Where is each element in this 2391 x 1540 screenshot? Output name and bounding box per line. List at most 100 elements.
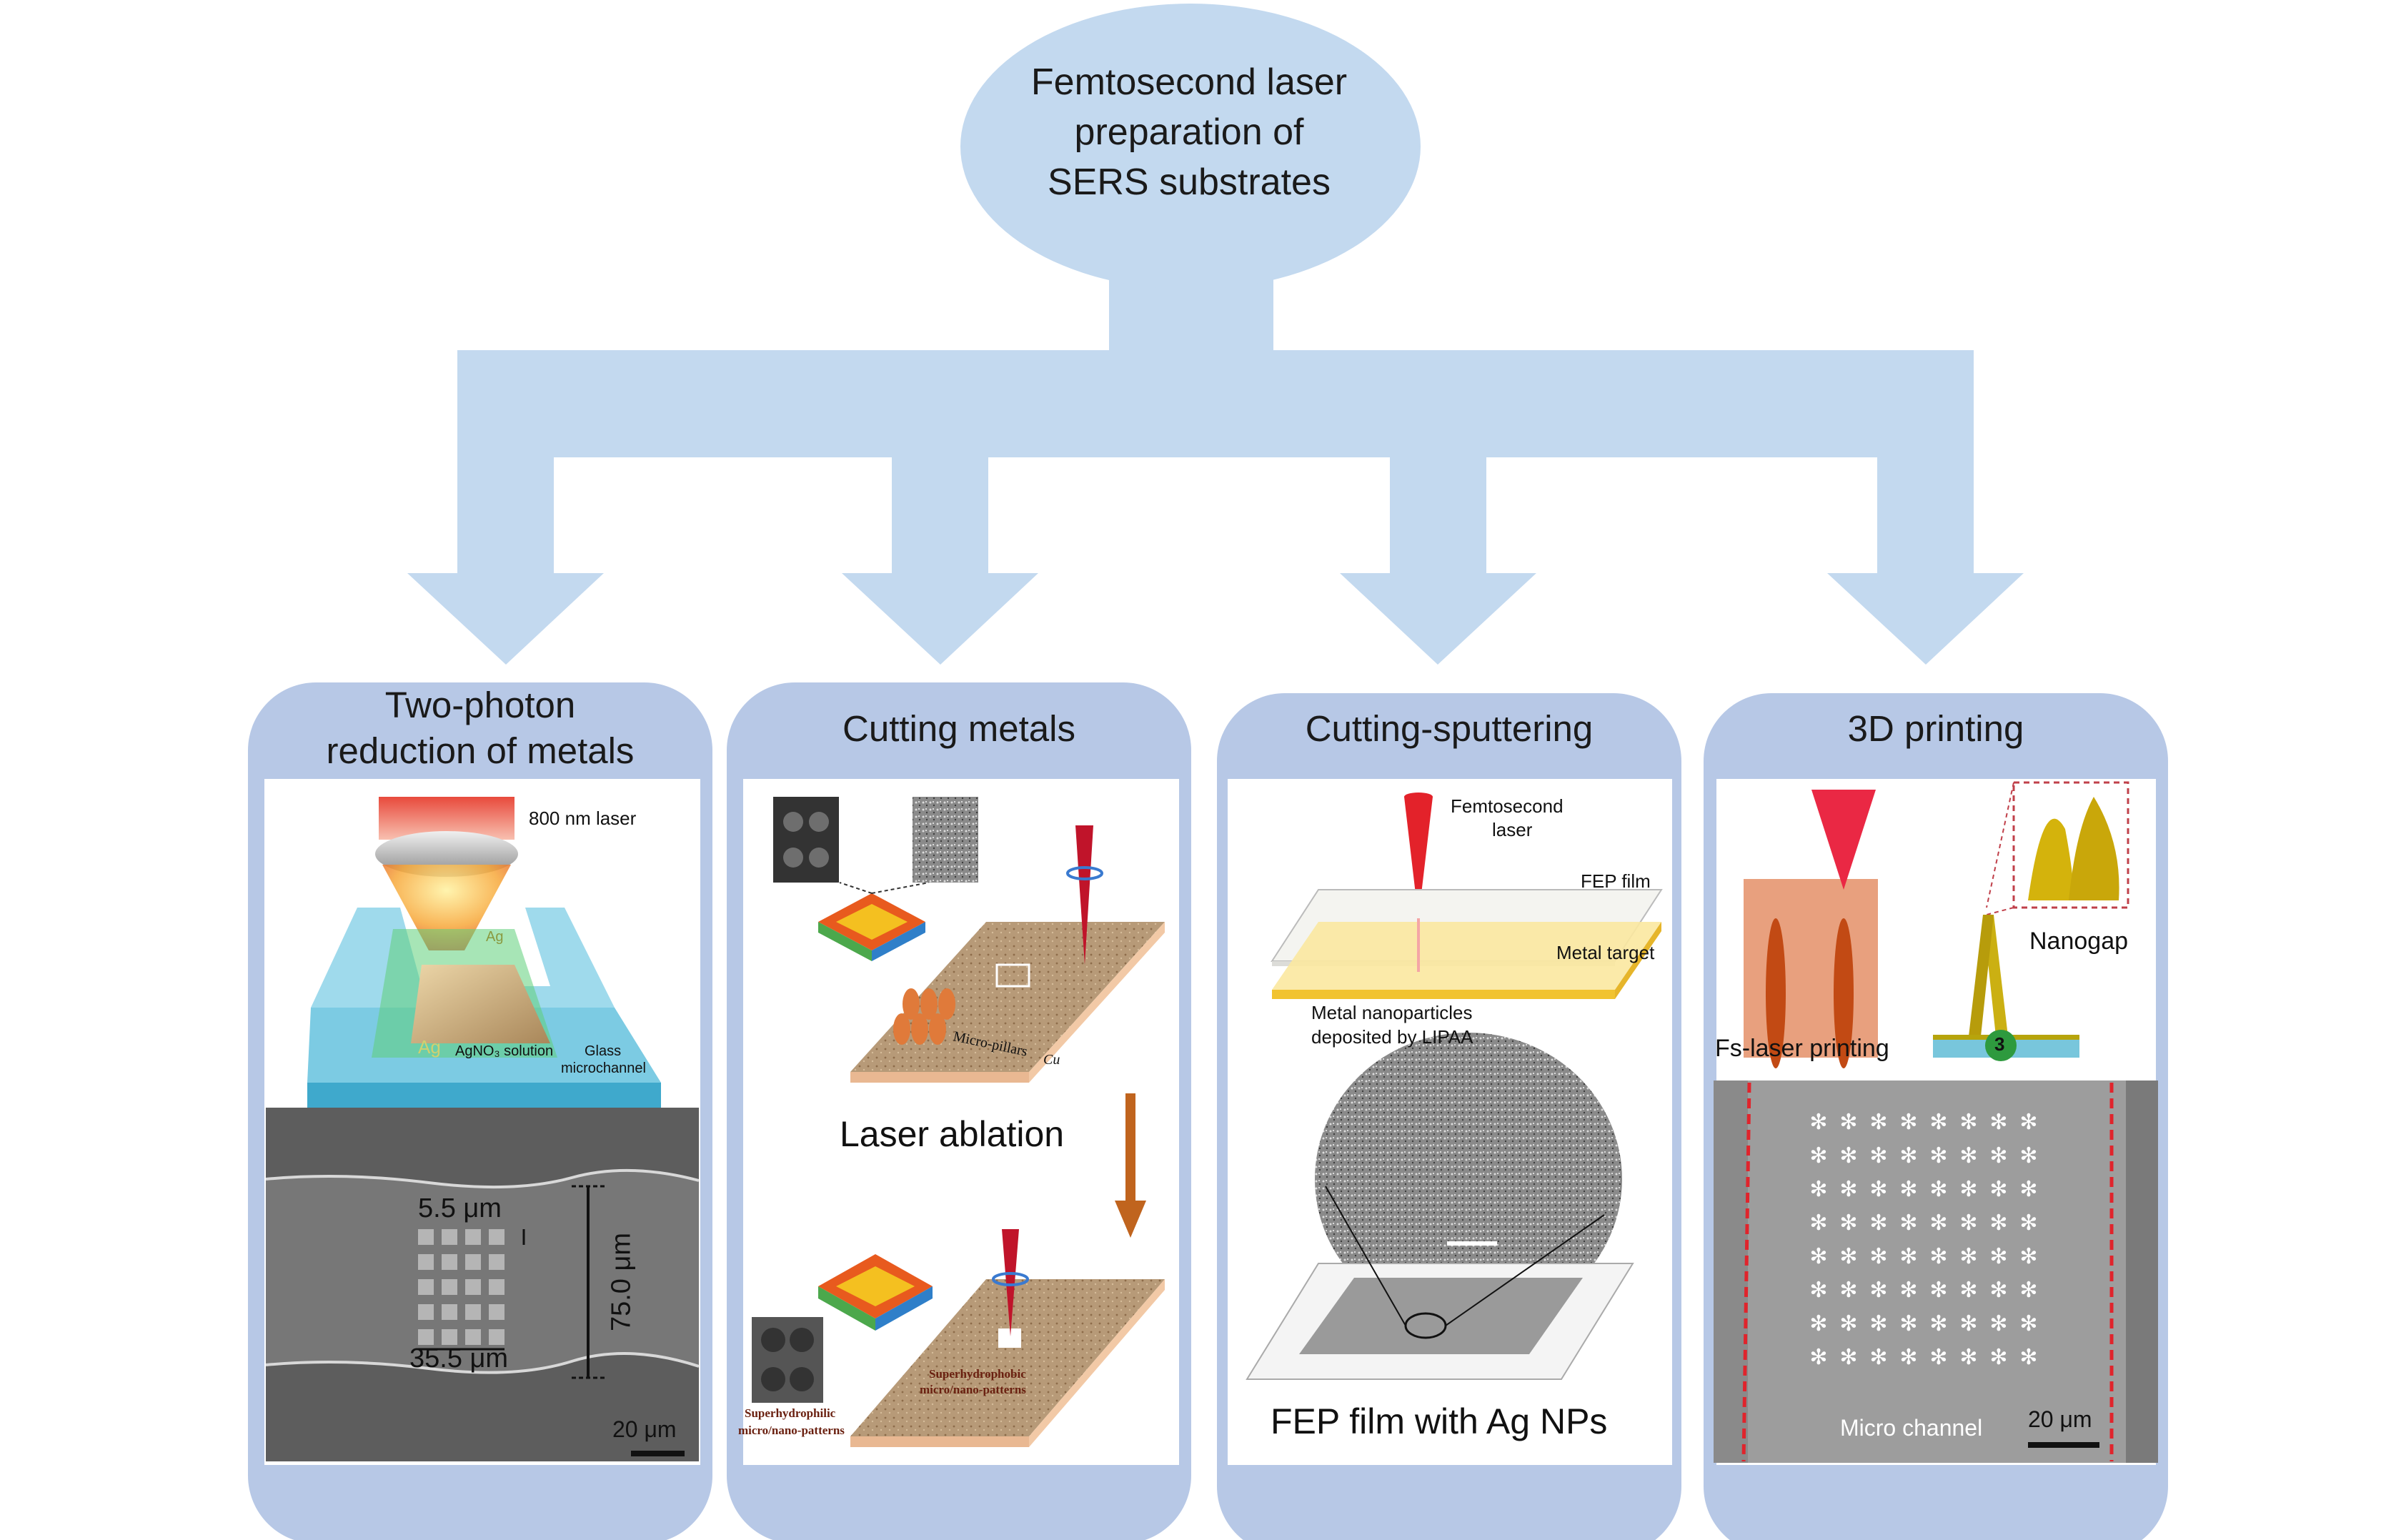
fep-film-label: FEP film (1581, 870, 1651, 892)
star-mark: ✻ (1929, 1110, 1947, 1135)
star-mark: ✻ (1869, 1311, 1887, 1336)
star-mark: ✻ (1899, 1244, 1917, 1269)
panel-4-figure: ✻ ✻ ✻ ✻ ✻ ✻ ✻ ✻ ✻ ✻ ✻ ✻ ✻ ✻ ✻ ✻ ✻ ✻ ✻ ✻ ✻ ✻ ✻ ✻ ✻ ✻ ✻ ✻ ✻ ✻ ✻ ✻ ✻ ✻ ✻ ✻ ✻ ✻ ✻ ✻… (1714, 779, 2158, 1465)
process-arrow-shaft (1125, 1093, 1135, 1201)
ag-label-bottom: Ag (418, 1036, 441, 1058)
metal-target-label: Metal target (1556, 942, 1655, 963)
fep-caption: FEP film with Ag NPs (1271, 1401, 1608, 1441)
glass-label-line-1: Glass (585, 1043, 622, 1059)
star-mark: ✻ (1809, 1110, 1827, 1135)
star-mark: ✻ (1959, 1244, 1977, 1269)
star-mark: ✻ (1899, 1211, 1917, 1236)
star-mark: ✻ (1899, 1278, 1917, 1303)
arrowhead-2 (842, 573, 1038, 665)
star-mark: ✻ (1989, 1211, 2007, 1236)
star-mark: ✻ (1899, 1177, 1917, 1202)
printed-spike-1 (1766, 918, 1786, 1068)
dim-width-label: 35.5 μm (409, 1343, 509, 1373)
laser-pen-1 (1075, 825, 1093, 965)
nanogap-lobe-2 (2069, 797, 2119, 900)
panel-1-title-line-2: reduction of metals (326, 730, 635, 771)
root-line-1: Femtosecond laser (1030, 61, 1348, 103)
sem-thumb-pillars (773, 797, 839, 883)
root-line-3: SERS substrates (1048, 162, 1331, 203)
star-mark: ✻ (1959, 1110, 1977, 1135)
laser-label: 800 nm laser (529, 808, 637, 829)
star-mark: ✻ (1839, 1211, 1857, 1236)
cu-plate-2 (850, 1279, 1165, 1436)
superhydrophilic-line-2: micro/nano-patterns (738, 1424, 845, 1437)
star-mark: ✻ (1809, 1311, 1827, 1336)
star-mark: ✻ (1929, 1311, 1947, 1336)
superhydrophobic-line-1: Superhydrophobic (929, 1367, 1026, 1381)
star-mark: ✻ (1869, 1177, 1887, 1202)
star-mark: ✻ (1839, 1110, 1857, 1135)
superhydrophobic-line-2: micro/nano-patterns (920, 1383, 1026, 1396)
ag-np-sem-circle (1315, 1033, 1622, 1326)
panel-1-title: Two-photon reduction of metals (248, 682, 712, 774)
star-mark: ✻ (1989, 1244, 2007, 1269)
star-mark: ✻ (1869, 1244, 1887, 1269)
arm-2 (892, 429, 988, 579)
panel-1-figure (264, 779, 700, 1465)
star-mark: ✻ (1929, 1278, 1947, 1303)
star-mark: ✻ (1899, 1311, 1917, 1336)
star-mark: ✻ (1899, 1345, 1917, 1370)
root-line-2: preparation of (1074, 111, 1304, 153)
arrowhead-1 (407, 573, 604, 665)
nanoparticles-line-1: Metal nanoparticles (1311, 1002, 1473, 1023)
nanoparticles-line-2: deposited by LIPAA (1311, 1026, 1473, 1048)
fs-laser-printing-label: Fs-laser printing (1715, 1035, 1889, 1062)
arm-1 (457, 429, 554, 579)
star-mark: ✻ (1929, 1211, 1947, 1236)
dim-height-label: 75.0 μm (606, 1232, 637, 1332)
star-mark: ✻ (2019, 1211, 2037, 1236)
sem-thumb-surface (913, 797, 978, 883)
star-mark: ✻ (1959, 1278, 1977, 1303)
micro-pillars-cluster (893, 988, 955, 1045)
flow-connector (407, 264, 2024, 665)
femtosecond-laser-cone (1404, 797, 1433, 918)
star-mark: ✻ (1809, 1143, 1827, 1168)
cu-plate-1 (850, 922, 1165, 1072)
printing-laser-cone (1811, 790, 1876, 890)
star-mark: ✻ (1959, 1143, 1977, 1168)
panel-2-title: Cutting metals (842, 708, 1075, 749)
star-mark: ✻ (1989, 1143, 2007, 1168)
star-mark: ✻ (1929, 1244, 1947, 1269)
process-arrow-head (1115, 1201, 1146, 1238)
star-mark: ✻ (1869, 1345, 1887, 1370)
star-mark: ✻ (1839, 1345, 1857, 1370)
printed-spike-2 (1834, 918, 1854, 1068)
arm-4 (1877, 429, 1974, 579)
root-title: Femtosecond laser preparation of SERS su… (958, 57, 1421, 207)
panel-3-title: Cutting-sputtering (1305, 708, 1594, 749)
arrowhead-4 (1827, 573, 2024, 665)
star-mark: ✻ (2019, 1110, 2037, 1135)
star-mark: ✻ (1899, 1110, 1917, 1135)
scale-bar-1 (631, 1451, 685, 1456)
star-mark: ✻ (1839, 1311, 1857, 1336)
star-mark: ✻ (1959, 1211, 1977, 1236)
micro-channel-image (1714, 1081, 2158, 1463)
star-mark: ✻ (1959, 1345, 1977, 1370)
marker-label: 3 (1994, 1033, 2005, 1055)
root-node (960, 4, 1421, 289)
scale-label-1: 20 μm (612, 1416, 677, 1442)
star-mark: ✻ (2019, 1345, 2037, 1370)
star-mark: ✻ (1839, 1177, 1857, 1202)
star-mark: ✻ (1809, 1177, 1827, 1202)
sem-scale-bar (1447, 1241, 1497, 1246)
star-mark: ✻ (1959, 1311, 1977, 1336)
star-mark: ✻ (1869, 1211, 1887, 1236)
square-array (418, 1229, 504, 1345)
panel-4-title: 3D printing (1847, 708, 2024, 749)
star-mark: ✻ (1869, 1110, 1887, 1135)
star-mark: ✻ (2019, 1244, 2037, 1269)
scale-label-4: 20 μm (2028, 1406, 2092, 1432)
star-mark: ✻ (2019, 1177, 2037, 1202)
star-mark: ✻ (1989, 1110, 2007, 1135)
panel-2-figure (743, 779, 1179, 1465)
agno3-solution-label: AgNO₃ solution (455, 1043, 554, 1059)
